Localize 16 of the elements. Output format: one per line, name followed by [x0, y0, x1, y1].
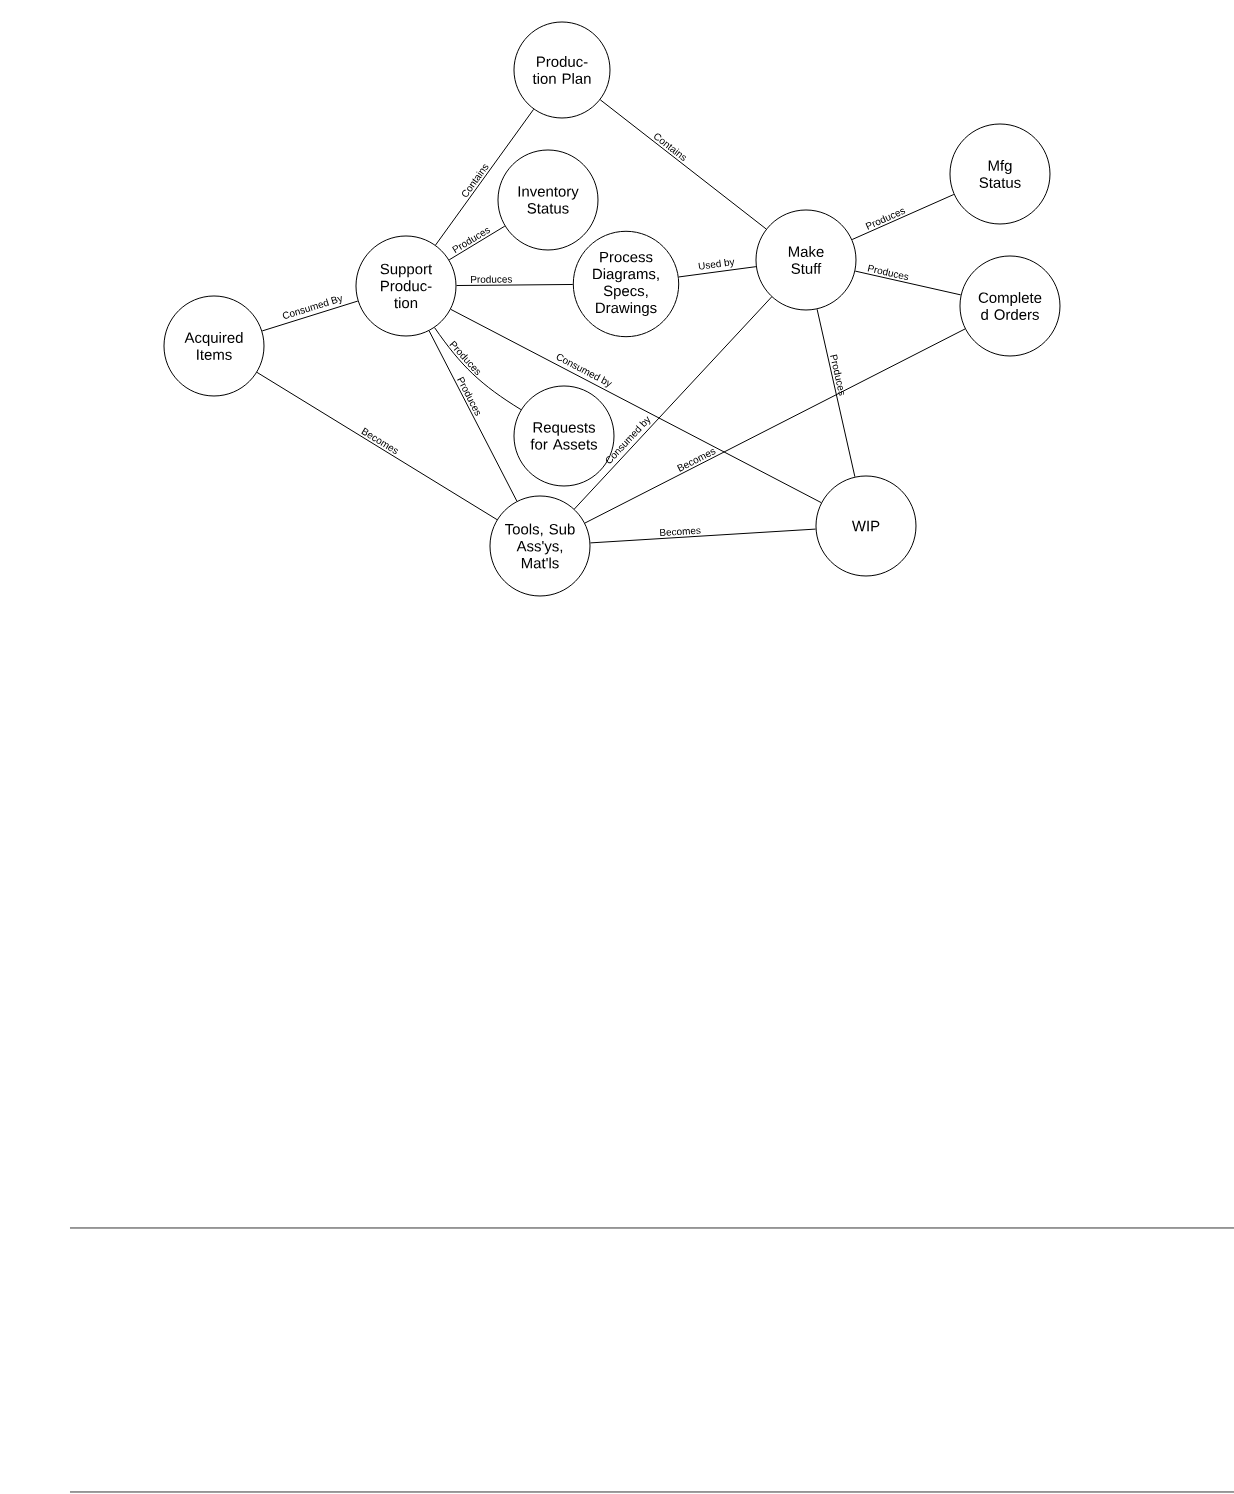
- connector-line: [599, 99, 767, 230]
- connector-line: [589, 528, 817, 544]
- connector-line: [435, 108, 535, 246]
- connector-line: [261, 300, 359, 332]
- connector-line: [448, 225, 506, 261]
- connector-line: [450, 308, 822, 504]
- connector-line: [434, 327, 522, 411]
- connector-line: [854, 270, 962, 296]
- connector-line: [816, 308, 856, 478]
- connector-line: [851, 193, 955, 241]
- connector-line: [573, 296, 773, 510]
- connector-line: [584, 328, 966, 524]
- connector-line: [428, 330, 518, 502]
- connector-line: [456, 284, 574, 287]
- connector-line: [678, 266, 757, 278]
- connector-line: [256, 371, 498, 521]
